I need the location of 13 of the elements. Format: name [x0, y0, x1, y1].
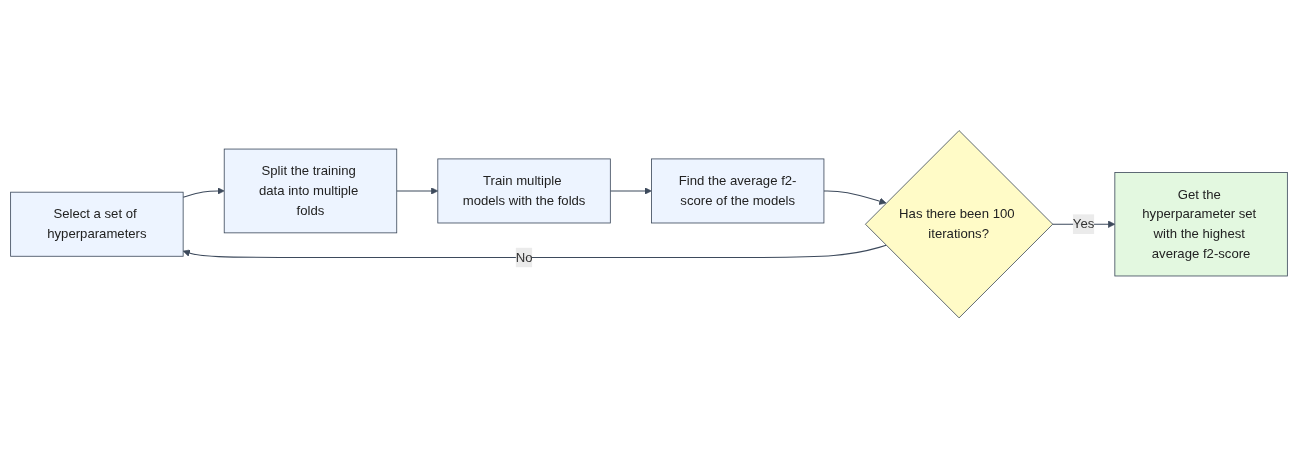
- edge-label: Yes: [1072, 217, 1095, 232]
- node-box: Train multiple models with the folds: [437, 158, 611, 224]
- arrow: [182, 187, 225, 199]
- node-diamond: Has there been 100 iterations?: [865, 130, 1054, 319]
- node-box: Get the hyperparameter set with the highest average f2-score: [1114, 172, 1288, 277]
- node-box: Select a set of hyperparameters: [10, 192, 184, 257]
- edge-label: No: [515, 250, 533, 265]
- arrow: [182, 245, 887, 259]
- arrow: [823, 190, 887, 205]
- arrow: [396, 187, 439, 195]
- node-box: Find the average f2-score of the models: [651, 158, 825, 224]
- node-box: Split the training data into multiple folds: [223, 148, 398, 234]
- arrow: [609, 187, 652, 195]
